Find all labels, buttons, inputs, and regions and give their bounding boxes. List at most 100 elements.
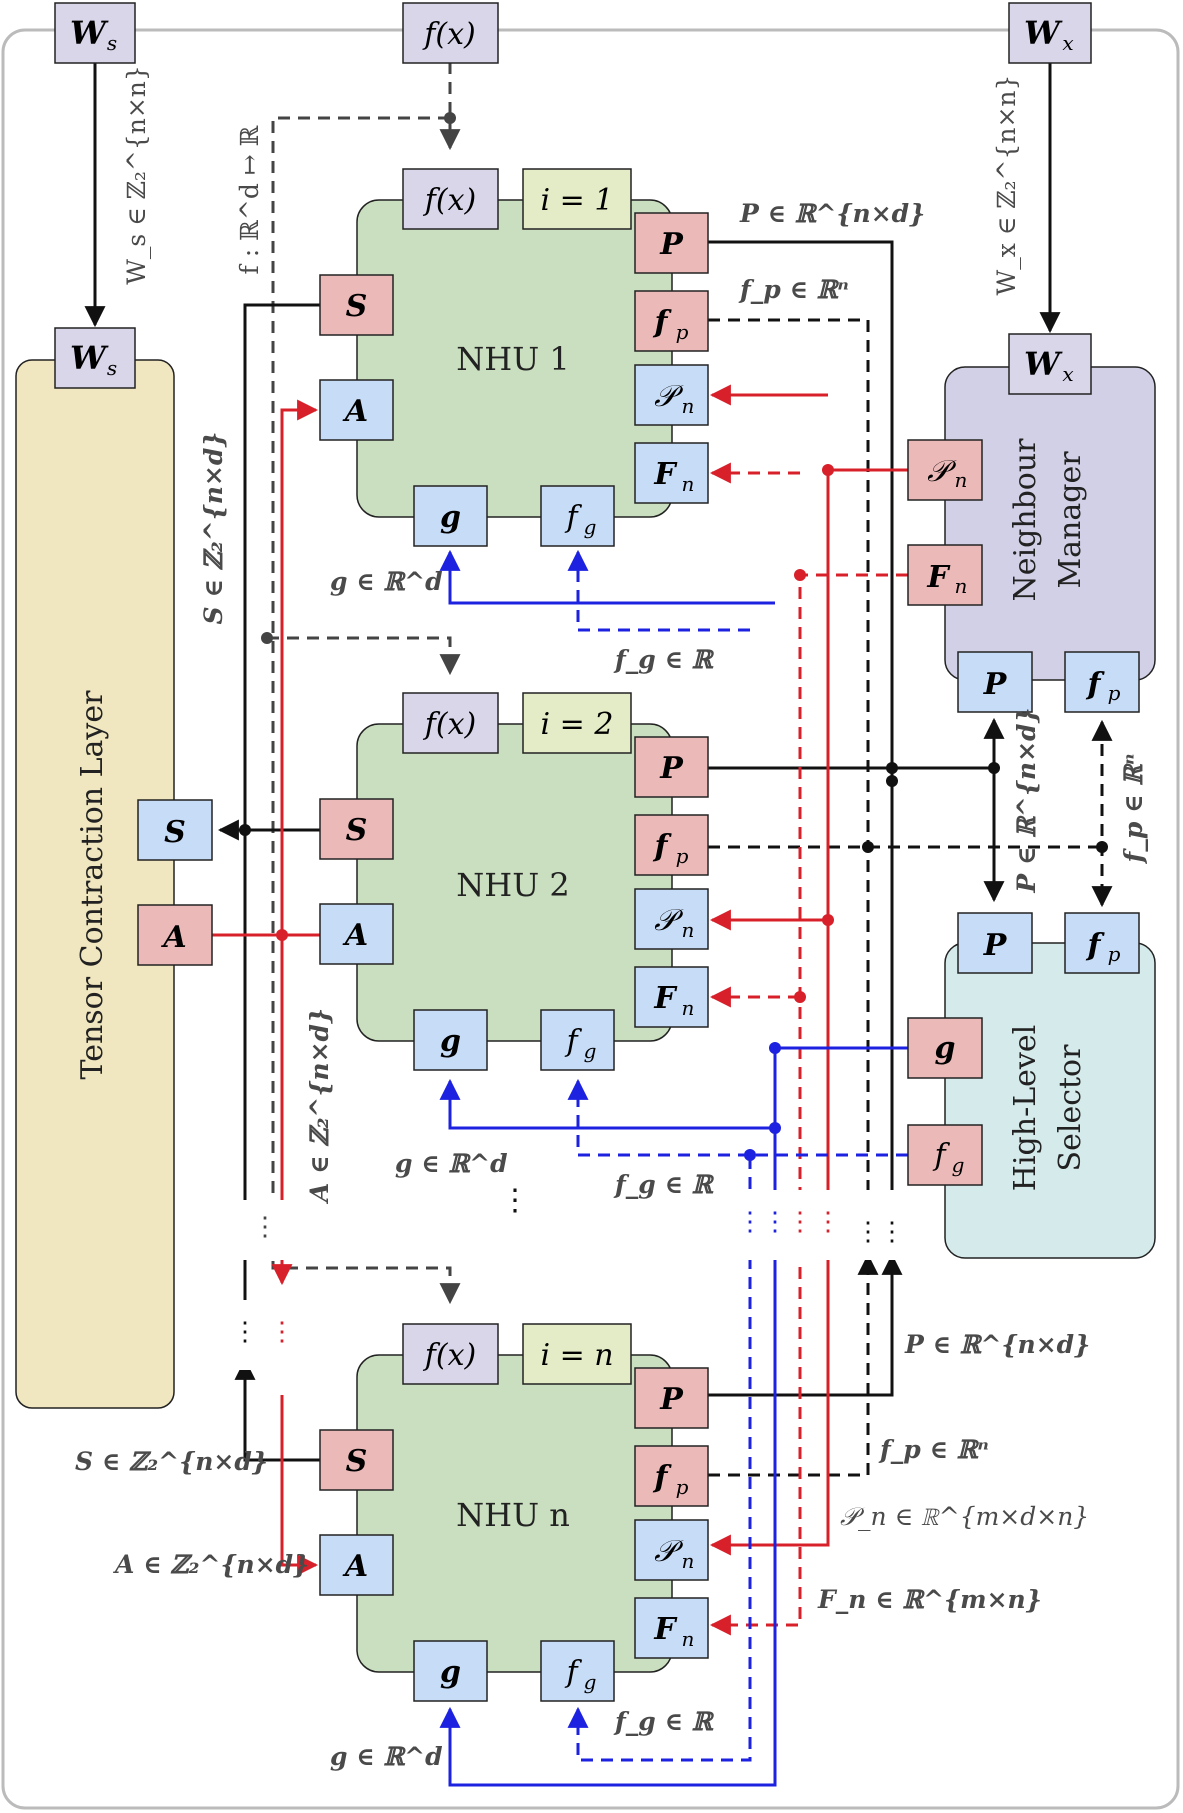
- label-fp-bot: f_p ∈ ℝⁿ: [878, 1435, 989, 1464]
- nhu-n-body: [356, 1354, 673, 1673]
- label-a-bot: A ∈ ℤ₂^{n×d}: [113, 1550, 309, 1579]
- nhu-n-port-a: A: [319, 1534, 394, 1596]
- wx-type-label: W_x ∈ ℤ₂^{n×n}: [992, 75, 1021, 296]
- nhu-n-port-fn-label: F: [653, 1612, 678, 1647]
- label-fg-2: f_g ∈ ℝ: [613, 1170, 715, 1199]
- nhu-2-port-fn-subscript: n: [682, 996, 695, 1020]
- nhu-n-port-g: g: [413, 1640, 488, 1702]
- nhu-n-port-fx: f(x): [402, 1323, 499, 1385]
- nhu-1-port-a-label: A: [342, 394, 368, 429]
- nhu-n-port-p-label: P: [659, 1382, 684, 1417]
- svg-text:⋮: ⋮: [787, 1207, 813, 1237]
- nhu-2-port-fn-label: F: [653, 981, 678, 1016]
- svg-text:⋮: ⋮: [855, 1217, 881, 1247]
- label-g-2: g ∈ ℝ^d: [395, 1149, 508, 1178]
- nhu-1-port-a: A: [319, 379, 394, 441]
- continuation-ellipses: ⋮ ⋮ ⋮ ⋮ ⋮ ⋮ ⋮ ⋮ ⋮ ⋮: [232, 1183, 905, 1370]
- nhu-n-port-fp-subscript: p: [676, 1475, 689, 1499]
- svg-text:s: s: [107, 31, 117, 55]
- hls-title-line2: Selector: [1053, 1044, 1088, 1172]
- nhu-2-port-a: A: [319, 903, 394, 965]
- nhu-1-port-p: P: [634, 212, 709, 274]
- tcl-port-a: A: [137, 904, 213, 966]
- svg-text:x: x: [1062, 362, 1073, 386]
- nm-port-p: P: [957, 651, 1033, 713]
- svg-text:n: n: [955, 574, 968, 598]
- tcl-port-ws: W s: [54, 327, 136, 389]
- nhu-1-port-s: S: [319, 274, 394, 336]
- nhu-1-title: NHU 1: [456, 340, 569, 378]
- nm-title-line1: Neighbour: [1008, 438, 1043, 602]
- nhu-n-index-label: i = n: [522, 1323, 632, 1385]
- nhu-2-port-fp-subscript: p: [676, 844, 689, 868]
- nhu-n-index-label-label: i = n: [540, 1338, 613, 1373]
- nm-port-pn: 𝒫 n: [907, 439, 983, 501]
- svg-text:W: W: [70, 339, 109, 377]
- label-a-mid: A ∈ ℤ₂^{n×d}: [305, 1008, 334, 1204]
- wx-source-box: W x: [1008, 2, 1092, 64]
- svg-text:S: S: [164, 815, 186, 850]
- svg-text:s: s: [107, 356, 117, 380]
- label-fg-3: f_g ∈ ℝ: [613, 1707, 715, 1736]
- nhu-2-port-fx-label: f(x): [423, 707, 476, 742]
- nhu-2-port-pn-subscript: n: [682, 918, 695, 942]
- label-g-3: g ∈ ℝ^d: [330, 1742, 443, 1771]
- nhu-1-port-p-label: P: [659, 227, 684, 262]
- nm-title-line2: Manager: [1053, 451, 1088, 589]
- nhu-1-port-fp-subscript: p: [676, 320, 689, 344]
- svg-text:A: A: [160, 920, 186, 955]
- svg-text:W: W: [1024, 345, 1063, 383]
- label-p-top: P ∈ ℝ^{n×d}: [739, 199, 925, 228]
- nhu-1-index-label: i = 1: [522, 168, 632, 230]
- svg-text:P: P: [983, 928, 1008, 963]
- hls-port-p: P: [957, 912, 1033, 974]
- label-g-1: g ∈ ℝ^d: [330, 567, 443, 596]
- nhu-n-title: NHU n: [456, 1496, 570, 1534]
- nhu-1-body: [356, 199, 673, 518]
- svg-text:P: P: [983, 667, 1008, 702]
- hls-port-fg: f g: [907, 1124, 983, 1186]
- svg-text:p: p: [1108, 681, 1121, 705]
- nhu-n-port-s-label: S: [346, 1444, 368, 1479]
- svg-text:⋮: ⋮: [252, 1212, 278, 1242]
- nhu-1-port-s-label: S: [346, 289, 368, 324]
- nhu-n-port-pn-subscript: n: [682, 1549, 695, 1573]
- nhu-2-port-g: g: [413, 1009, 488, 1071]
- label-fp-top: f_p ∈ ℝⁿ: [738, 275, 849, 304]
- hls-port-g: g: [907, 1017, 983, 1079]
- nhu-1-port-fn-subscript: n: [682, 472, 695, 496]
- nm-port-wx: W x: [1008, 333, 1092, 395]
- nhu-2-body: [356, 723, 673, 1042]
- nhu-2-port-g-label: g: [440, 1024, 461, 1059]
- label-p-mid: P ∈ ℝ^{n×d}: [1012, 707, 1041, 893]
- nm-port-fn: F n: [907, 544, 983, 606]
- label-p-bot: P ∈ ℝ^{n×d}: [904, 1330, 1090, 1359]
- nhu-1-port-fg-subscript: g: [584, 515, 597, 539]
- svg-text:⋮: ⋮: [232, 1317, 258, 1347]
- nhu-1-port-fx-label: f(x): [423, 183, 476, 218]
- nhu-2-index-label: i = 2: [522, 692, 632, 754]
- nhu-1-index-label-label: i = 1: [541, 183, 614, 218]
- high-level-selector: [944, 942, 1156, 1259]
- svg-text:⋮: ⋮: [269, 1317, 295, 1347]
- nhu-n-port-s: S: [319, 1429, 394, 1491]
- nhu-2-port-fg-subscript: g: [584, 1039, 597, 1063]
- nhu-1-port-g: g: [413, 485, 488, 547]
- nhu-2-port-fx: f(x): [402, 692, 499, 754]
- nhu-2-port-a-label: A: [342, 918, 368, 953]
- nhu-1-port-fx: f(x): [402, 168, 499, 230]
- svg-text:⋮: ⋮: [500, 1183, 530, 1218]
- svg-text:F: F: [926, 560, 951, 595]
- nhu-n-port-g-label: g: [440, 1655, 461, 1690]
- svg-text:⋮: ⋮: [762, 1207, 788, 1237]
- svg-text:f(x): f(x): [422, 17, 475, 52]
- outer-frame: [1, 28, 1180, 1810]
- nhu-n-port-fn-subscript: n: [682, 1627, 695, 1651]
- svg-text:⋮: ⋮: [815, 1207, 841, 1237]
